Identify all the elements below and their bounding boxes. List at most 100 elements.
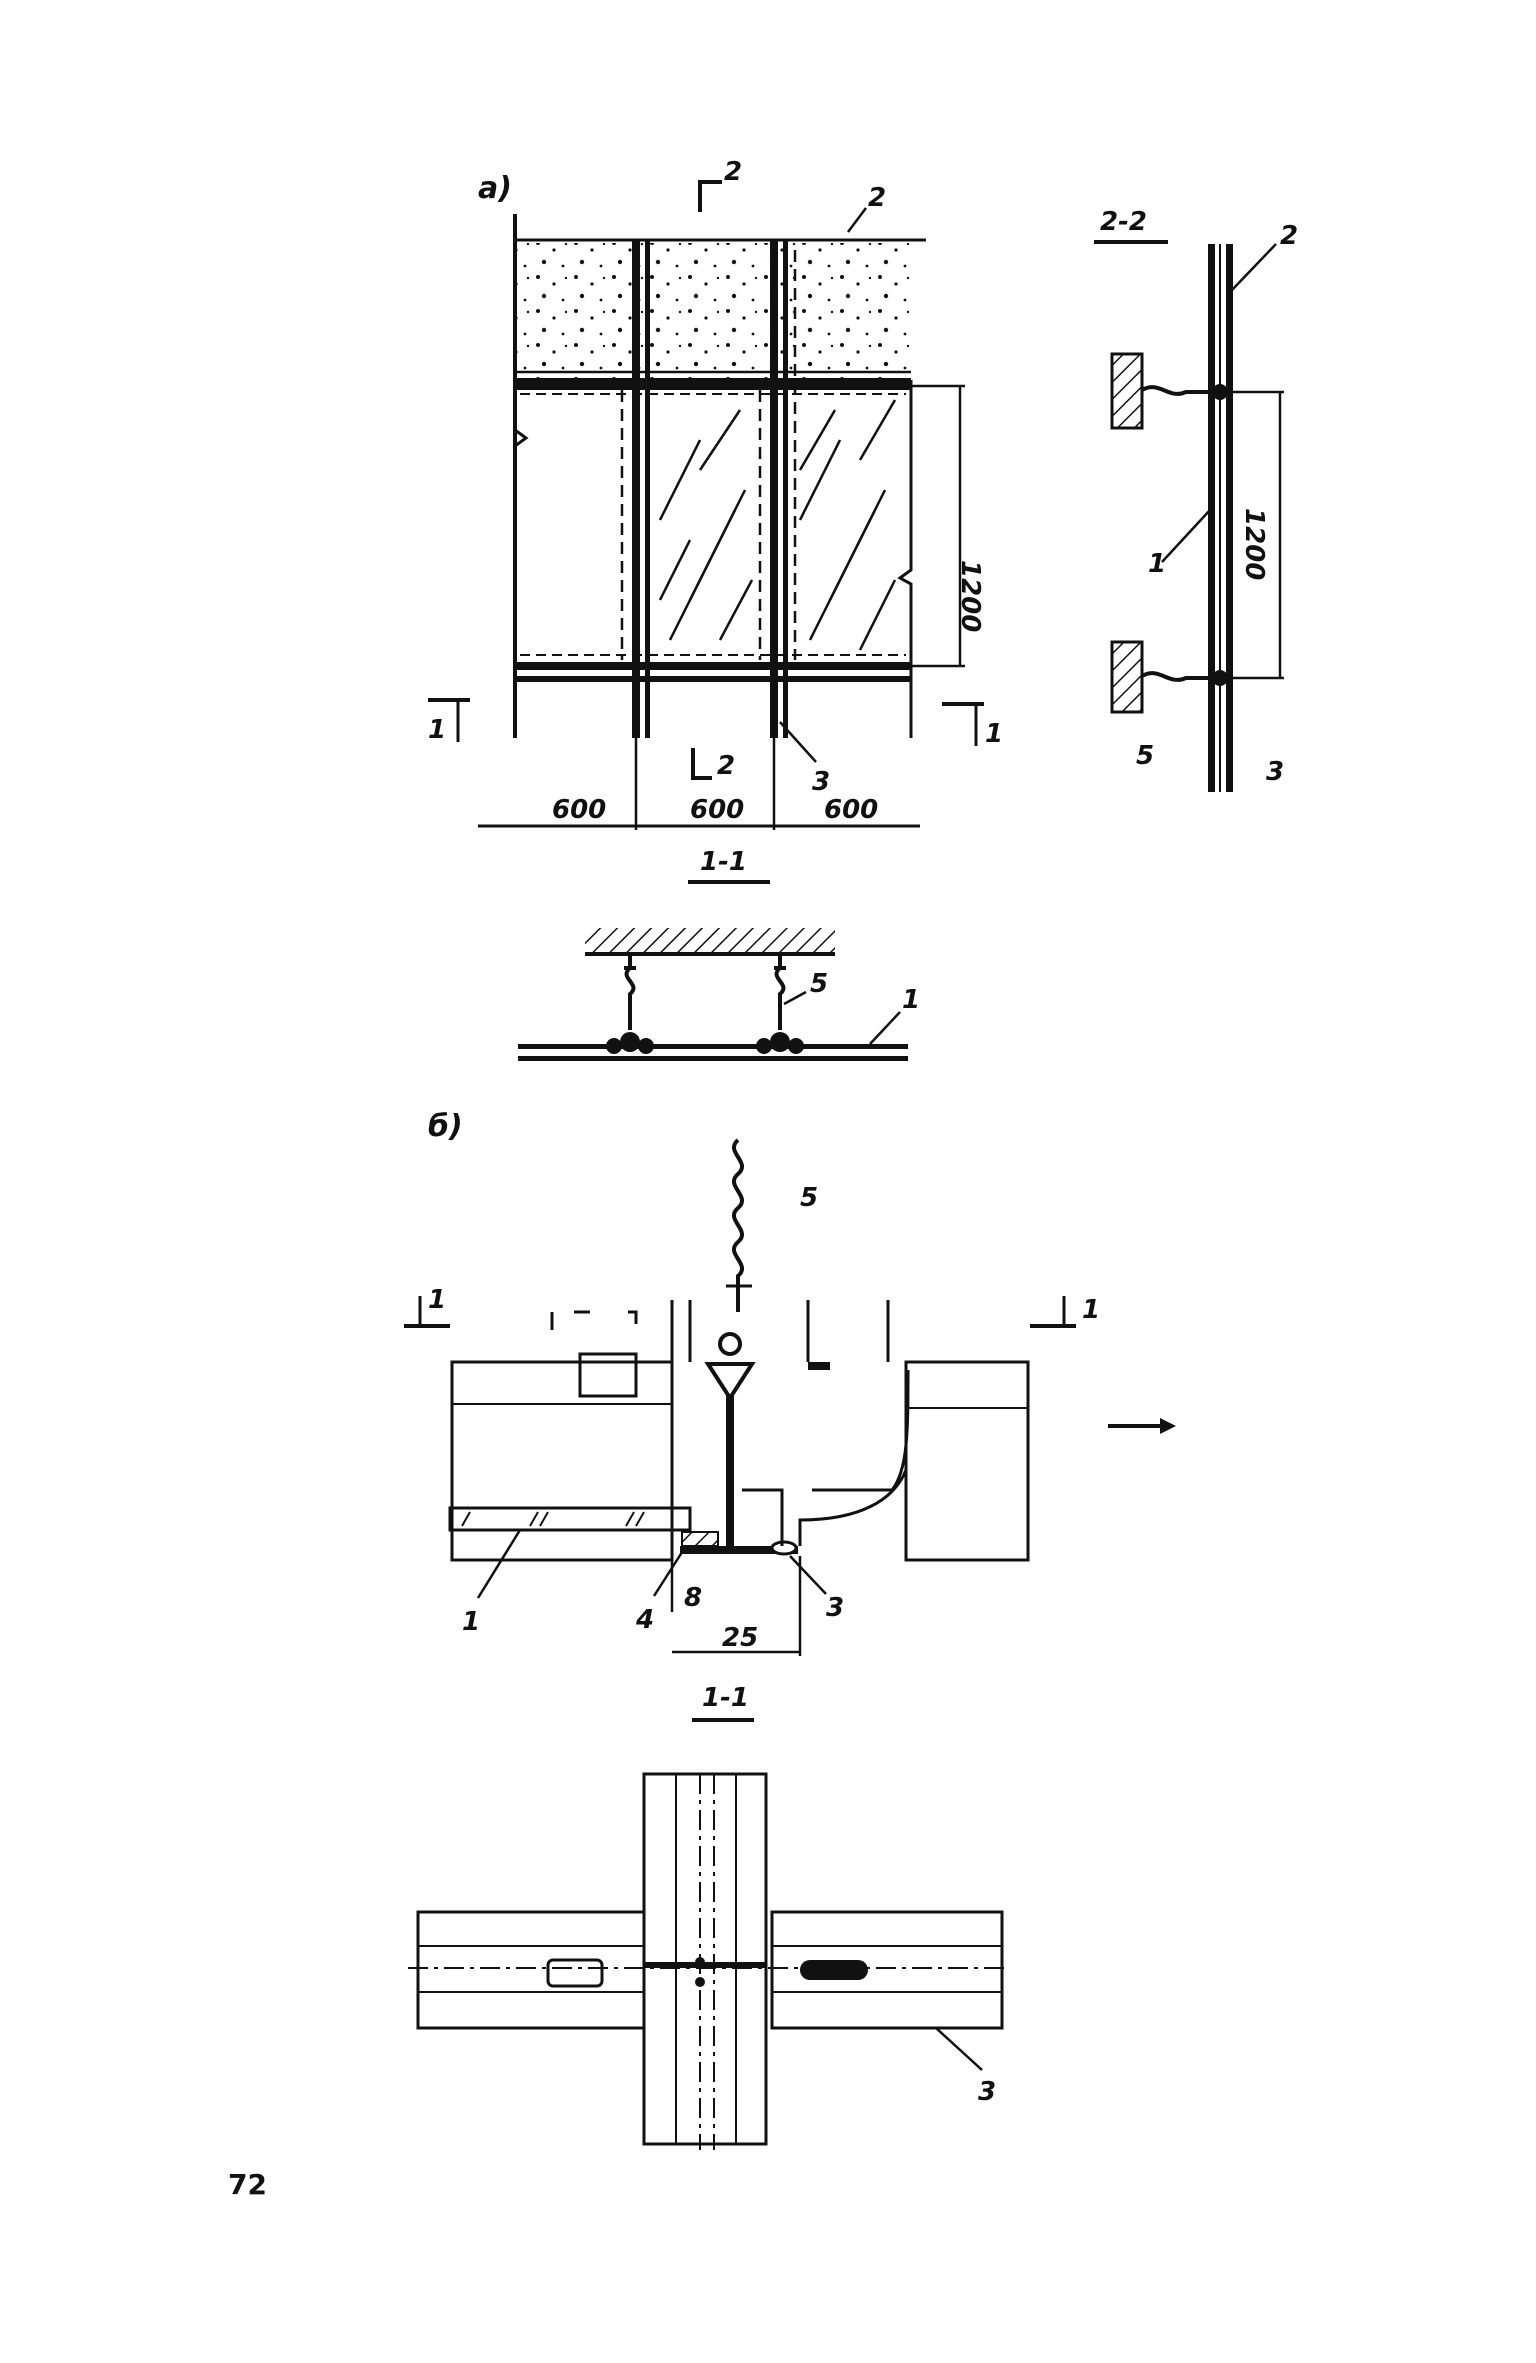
section-2-2-callout-2: 2 [1280, 221, 1298, 251]
right-panel-upstand [806, 1300, 890, 1362]
section-mark-1-left-label: 1 [428, 715, 446, 745]
section-2-2-clamp-upper [1212, 384, 1228, 400]
figure-b-callout-1: 1 [462, 1607, 480, 1637]
t-profile-web [726, 1396, 734, 1546]
plan-junction-point-b [695, 1977, 705, 1987]
right-panel-curve-inner [812, 1369, 910, 1492]
plan-vertical-member [642, 1772, 768, 2146]
figure-a-section-2-2: 2-2 1200 2 1 5 3 [1094, 207, 1298, 792]
section-2-2-title: 2-2 [1100, 207, 1147, 237]
right-panel-edge [742, 1488, 784, 1546]
direction-arrow-head [1160, 1418, 1176, 1434]
section-mark-2-bottom-label: 2 [717, 751, 735, 781]
figure-a-elevation: а) 2 2 [428, 157, 1003, 830]
dim-width-1: 600 [552, 795, 606, 825]
t-profile-hanger-eye [718, 1332, 742, 1356]
callout-2-leader [847, 207, 867, 233]
section-2-2-callout-1-leader [1161, 509, 1211, 563]
section-2-2-callout-3: 3 [1266, 757, 1284, 787]
dim-width-3: 600 [824, 795, 878, 825]
profile-horizontal-upper [515, 378, 911, 390]
section-2-2-callout-1: 1 [1148, 549, 1166, 579]
panel-line-top [518, 1044, 908, 1049]
plan-callout-3: 3 [978, 2077, 996, 2107]
figure-b-dim-25: 25 [722, 1623, 758, 1653]
plan-junction-point-a [695, 1957, 705, 1967]
figure-b-section-1-1-plan: 1-1 3 [408, 1683, 1010, 2150]
section-1-1-callout-5: 5 [810, 969, 828, 999]
top-panel-fill [515, 243, 915, 380]
glass-panels-hatching [658, 399, 897, 651]
hanger-left [624, 954, 636, 1030]
plan-clip-left [546, 1958, 604, 1988]
section-2-2-hanger-lower [1141, 671, 1220, 682]
profile-vertical-1b [645, 240, 650, 738]
seal-4 [681, 1531, 719, 1547]
section-2-2-panel-right [1226, 244, 1233, 792]
section-2-2-callout-5: 5 [1136, 741, 1154, 771]
gasket-3 [770, 1540, 798, 1556]
callout-3-leader [779, 721, 817, 763]
frame-right-edge [897, 380, 913, 738]
figure-b-callout-3-leader [789, 1555, 827, 1595]
section-1-1-callout-1: 1 [902, 985, 920, 1015]
t-profile-flange [680, 1546, 798, 1554]
dim-width-2: 600 [690, 795, 744, 825]
figure-b-section-mark-left-label: 1 [428, 1285, 446, 1315]
figure-b-callout-5: 5 [800, 1183, 818, 1213]
section-2-2-support-upper [1110, 352, 1144, 430]
panel-line-bottom [518, 1056, 908, 1061]
suspension-wire [732, 1138, 744, 1312]
page-number: 72 [228, 2168, 267, 2201]
callout-2-label: 2 [868, 183, 886, 213]
plan-clip-right [800, 1960, 868, 1980]
section-mark-2-top-label: 2 [724, 157, 742, 187]
section-1-1-callout-5-leader [783, 990, 807, 1006]
figure-b-small-bracket [550, 1310, 638, 1330]
section-1-1-callout-1-leader [869, 1011, 901, 1045]
callout-3-label: 3 [812, 767, 830, 797]
profile-vertical-1a [632, 240, 640, 738]
glass-pane-left-hatch [461, 1511, 645, 1527]
left-panel-upstand [670, 1300, 692, 1362]
figure-a-label: а) [478, 171, 512, 206]
section-2-2-clamp-lower [1212, 670, 1228, 686]
hanger-right [774, 954, 786, 1030]
section-mark-1-right-label: 1 [985, 719, 1003, 749]
left-panel-body [450, 1360, 674, 1562]
figure-a-section-1-1: 1-1 5 1 [518, 847, 920, 1061]
figure-b-dim-8: 8 [684, 1583, 702, 1613]
figure-b-section-mark-right-label: 1 [1082, 1295, 1100, 1325]
section-1-1-title: 1-1 [700, 847, 747, 877]
section-2-2-hanger-upper [1141, 385, 1220, 396]
profile-horizontal-base [515, 676, 911, 682]
plan-junction-bar [644, 1962, 766, 1968]
t-profile-head [704, 1362, 756, 1402]
section-2-2-callout-2-leader [1231, 243, 1277, 291]
dim-1200-label: 1200 [955, 560, 985, 632]
right-panel-curve-outer [798, 1370, 908, 1546]
plan-callout-3-leader [935, 2027, 983, 2071]
figure-b-section-title: 1-1 [702, 1683, 749, 1713]
section-mark-2-top [698, 180, 722, 212]
section-2-2-support-lower [1110, 640, 1144, 714]
figure-b-detail: б) 5 1 1 [404, 1109, 1176, 1656]
section-mark-2-bottom [691, 748, 712, 780]
glass-pane-left [448, 1506, 692, 1532]
right-panel-notch [808, 1362, 830, 1370]
figure-b-callout-4-leader [652, 1545, 688, 1597]
profile-vertical-2b [783, 240, 788, 738]
figure-b-callout-1-leader [476, 1529, 522, 1599]
plan-horizontal-right [770, 1910, 1004, 2030]
figure-b-callout-3: 3 [826, 1593, 844, 1623]
figure-b-label: б) [428, 1109, 463, 1144]
section-2-2-dim-label: 1200 [1239, 508, 1269, 580]
break-mark-left [514, 428, 529, 448]
ceiling-slab-hatch [585, 928, 835, 954]
left-panel-clip [578, 1352, 638, 1398]
profile-vertical-2a [770, 240, 778, 738]
profile-horizontal-lower [515, 662, 911, 670]
figure-b-callout-4: 4 [635, 1605, 654, 1635]
plan-horizontal-left [416, 1910, 646, 2030]
